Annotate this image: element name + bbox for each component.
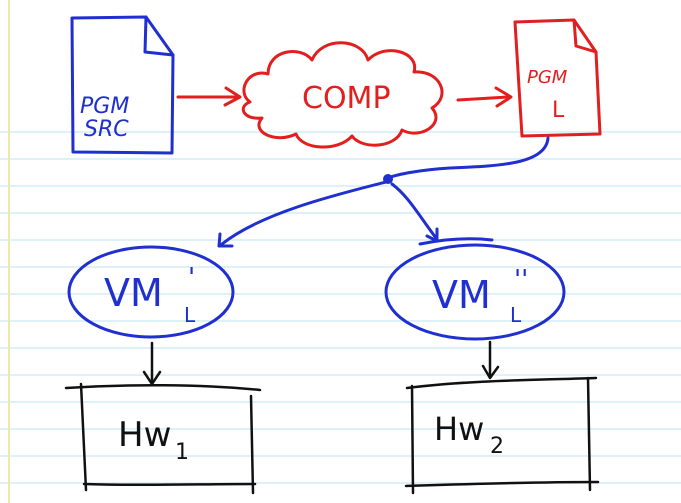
vm2-label: VM — [432, 273, 491, 317]
vm1-label: VM — [104, 271, 163, 315]
compiler-cloud — [241, 41, 444, 149]
vm1-prime: ' — [188, 263, 195, 293]
arrow-compiler-to-program-l — [456, 86, 513, 108]
vm1-ellipse — [67, 245, 235, 339]
hw2-box — [404, 376, 600, 495]
program-l-document — [513, 18, 602, 138]
source-program-document — [70, 15, 175, 155]
branch-connector — [217, 136, 550, 248]
arrow-head-icon — [217, 232, 234, 248]
vm2-prime: '' — [514, 265, 528, 295]
arrow-vm1-to-hw1 — [142, 341, 162, 386]
vm2-overline — [418, 237, 494, 246]
document-outline — [513, 18, 602, 138]
vm2-subscript: L — [510, 303, 522, 327]
document-fold-icon — [143, 15, 175, 57]
ruled-lines — [0, 131, 681, 484]
program-l-line2: L — [552, 98, 565, 123]
arrow-vm2-to-hw2 — [481, 340, 500, 380]
arrow-head-icon — [481, 364, 500, 380]
arrow-source-to-compiler — [176, 86, 242, 107]
document-fold-icon — [572, 18, 598, 54]
source-program-line2: SRC — [84, 117, 129, 142]
branch-to-vm2 — [390, 182, 438, 240]
arrow-head-icon — [223, 86, 242, 107]
hw2-label: Hw — [434, 410, 484, 448]
document-outline — [70, 15, 175, 155]
vm1-subscript: L — [184, 303, 196, 327]
program-l-line1: PGM — [527, 67, 568, 88]
vm2-ellipse — [384, 243, 566, 341]
source-program-line1: PGM — [80, 94, 129, 119]
compiler-label: COMP — [302, 81, 391, 116]
hw1-box — [64, 382, 262, 495]
arrow-head-icon — [494, 86, 513, 108]
hw1-subscript: 1 — [175, 440, 189, 465]
hw1-label: Hw — [118, 415, 171, 455]
hw2-subscript: 2 — [490, 434, 504, 459]
branch-to-vm1 — [220, 180, 388, 246]
